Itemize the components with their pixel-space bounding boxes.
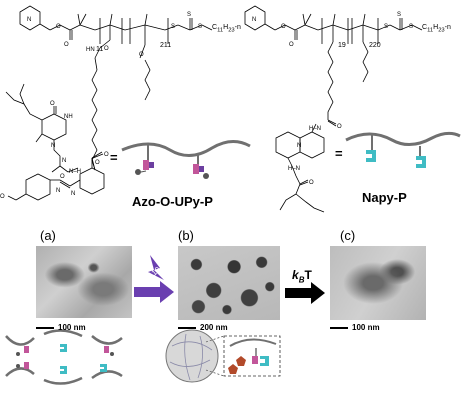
subscript-19: 19 [338,42,346,49]
uv-light-icon [148,255,164,280]
svg-text:O: O [95,160,100,166]
alkyl-chain-right: C11H23-n [422,24,451,34]
svg-text:H–N: H–N [288,166,300,172]
svg-text:S: S [187,12,191,18]
scale-label-c: 100 nm [352,323,380,332]
atom-n-pyridine-left: N [27,17,31,23]
svg-text:N: N [71,191,75,197]
svg-text:N: N [56,188,60,194]
svg-text:O: O [139,52,144,58]
naphthyridine-ring-a [299,131,325,159]
svg-text:NH: NH [64,114,73,120]
panel-label-c: (c) [340,228,356,243]
scale-bar-b [178,327,196,329]
pyrimidinone-ring [41,113,67,141]
napy-unit-right-1 [366,150,376,162]
methoxy-benzene-ring [25,173,51,201]
svg-text:O: O [281,24,286,30]
svg-text:O: O [289,42,294,48]
equals-sign-right: = [335,146,343,161]
svg-text:O: O [56,24,61,30]
azo-hexagon-2 [228,364,238,374]
thermal-label: kBT [292,268,312,285]
svg-text:N: N [51,143,55,149]
scale-label-a: 100 nm [58,323,86,332]
tem-image-b [178,246,280,320]
svg-text:O: O [337,124,342,130]
thermal-arrow [285,282,325,304]
uv-arrow [134,281,174,303]
svg-text:S: S [409,24,413,30]
alkyl-chain-left: C11H23-n [212,24,241,34]
svg-text:S: S [171,24,175,30]
azo-unit-left-2 [193,164,199,174]
azo-hexagon-1 [236,356,246,366]
svg-text:O: O [104,46,109,52]
subscript-211: 211 [160,42,172,49]
svg-text:O: O [104,152,109,158]
scale-label-b: 200 nm [200,323,228,332]
svg-text:N: N [62,158,66,164]
atom-n-pyridine-right: N [252,17,256,23]
svg-text:N: N [297,143,301,149]
svg-text:O: O [0,194,5,200]
subscript-11-a: 11 [96,46,104,53]
svg-text:O: O [60,174,65,180]
svg-text:S: S [397,12,401,18]
polymer-label-right: Napy-P [362,190,407,205]
svg-text:S: S [198,24,202,30]
naphthyridine-ring-b [275,131,301,159]
scale-bar-c [330,327,348,329]
equals-sign-left: = [110,150,118,165]
tem-image-c [330,246,426,320]
svg-text:S: S [384,24,388,30]
zoom-box [223,335,281,377]
svg-text:H–N: H–N [309,126,321,132]
subscript-220: 220 [369,42,381,49]
panel-label-a: (a) [40,228,56,243]
azobenzene-ring [79,167,105,195]
svg-text:HN: HN [86,47,95,53]
polymer-label-left: Azo-O-UPy-P [132,194,213,209]
svg-text:O: O [309,180,314,186]
azo-unit-left-1 [143,160,149,170]
napy-unit-right-2 [416,156,426,168]
polymer-backbone-cartoon-right [345,131,461,146]
micelle-sphere-icon [165,329,219,383]
polymer-backbone-cartoon-left [121,140,251,157]
svg-text:O: O [64,42,69,48]
scale-bar-a [36,327,54,329]
network-cartoon-left [5,329,123,385]
svg-text:O: O [50,101,55,107]
panel-label-b: (b) [178,228,194,243]
tem-image-a [36,246,132,318]
svg-text:N–H: N–H [69,169,81,175]
